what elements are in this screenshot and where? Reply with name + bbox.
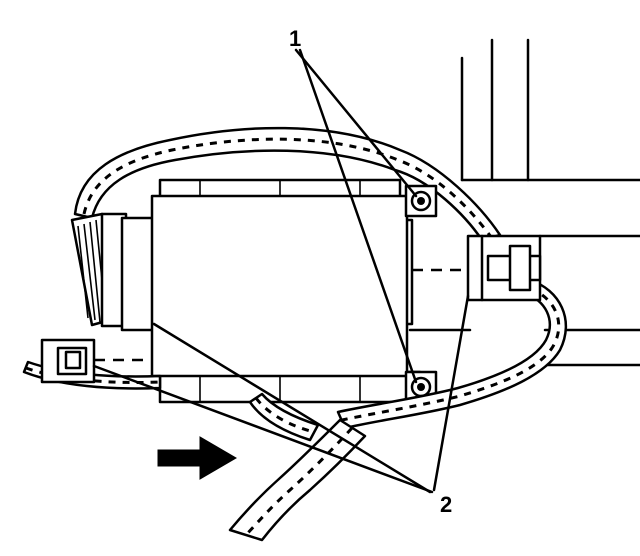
body-panel	[408, 38, 640, 367]
callout-1-leaders	[294, 48, 418, 384]
harness-bundle-end	[70, 212, 128, 328]
right-electrical-connector	[412, 234, 542, 302]
callout-2-leaders	[92, 294, 470, 494]
left-electrical-connector	[22, 338, 162, 390]
callout-2-label: 2	[440, 492, 452, 517]
control-module	[150, 194, 409, 378]
callout-1-label: 1	[289, 26, 301, 51]
right-wiring-harness	[336, 278, 568, 430]
arrow-right-icon	[157, 436, 237, 480]
